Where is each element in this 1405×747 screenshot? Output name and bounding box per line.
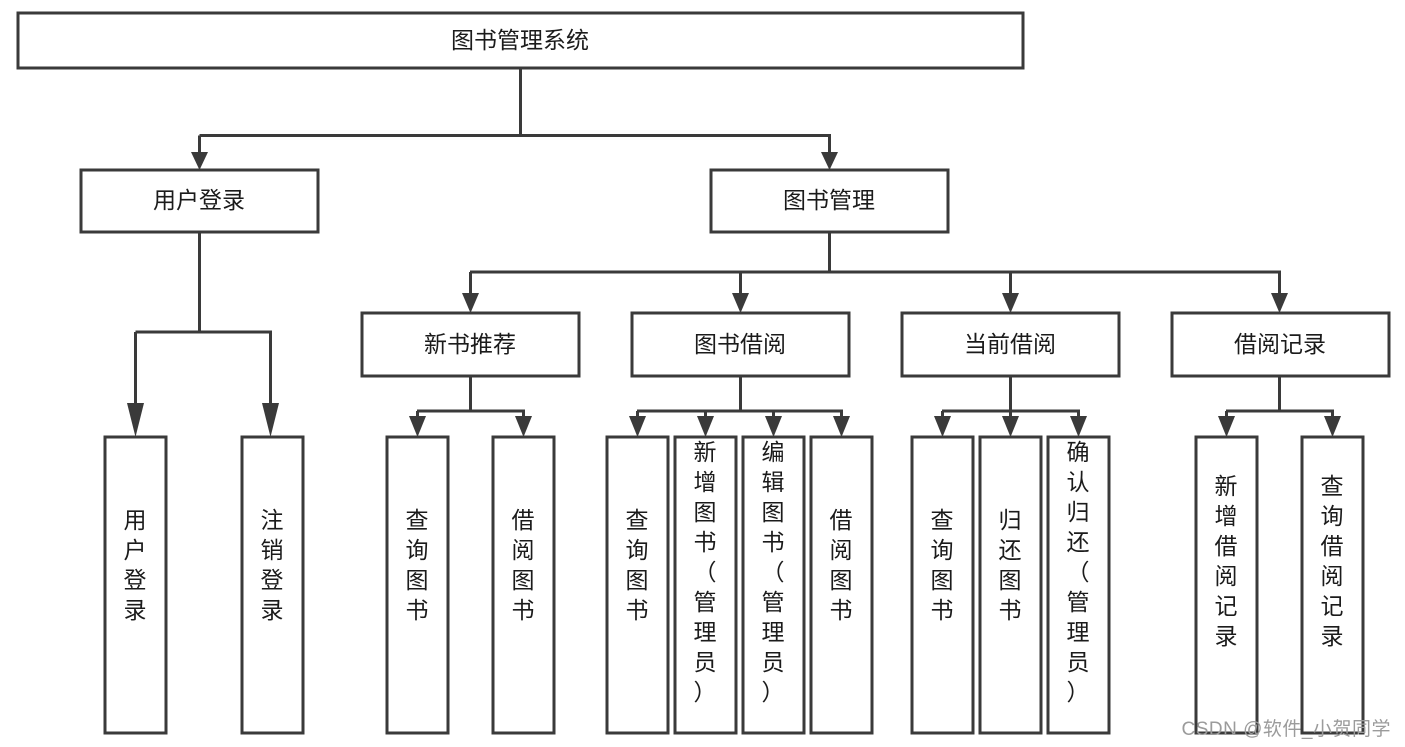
node-leaf-borrow-query-label: 查询图书: [626, 507, 649, 623]
node-root-label: 图书管理系统: [451, 27, 589, 53]
node-borrow-record-label: 借阅记录: [1234, 331, 1326, 357]
node-leaf-newbook-query[interactable]: 查询图书: [385, 435, 450, 735]
csdn-watermark: CSDN @软件_小贺同学: [1181, 719, 1391, 740]
node-leaf-logout-box: [240, 435, 305, 735]
node-leaf-borrow-book-label: 借阅图书: [830, 507, 853, 623]
node-leaf-borrow-query-box: [605, 435, 670, 735]
arrow-head-currentborrow-leaf-3: [1070, 416, 1087, 437]
node-book-management-label: 图书管理: [783, 187, 875, 213]
node-leaf-user-login-label: 用户登录: [124, 507, 147, 623]
node-root-box: [16, 11, 1025, 70]
connector-layer: [127, 68, 1341, 437]
node-leaf-borrow-edit[interactable]: 编辑图书（管理员）: [741, 435, 806, 735]
node-book-borrow[interactable]: 图书借阅: [630, 311, 851, 378]
node-current-borrow[interactable]: 当前借阅: [900, 311, 1121, 378]
node-borrow-record-box: [1170, 311, 1391, 378]
node-leaf-current-return-label: 归还图书: [999, 507, 1022, 623]
node-leaf-borrow-book-box: [809, 435, 874, 735]
arrow-head-bookborrow-leaf-1: [629, 416, 646, 437]
arrow-head-leaf-logout: [262, 403, 279, 437]
node-leaf-record-query-box: [1300, 435, 1365, 735]
node-leaf-newbook-borrow-box: [491, 435, 556, 735]
node-current-borrow-label: 当前借阅: [964, 331, 1056, 357]
node-leaf-record-query-label: 查询借阅记录: [1321, 473, 1344, 649]
node-leaf-current-query-box: [910, 435, 975, 735]
node-current-borrow-box: [900, 311, 1121, 378]
node-user-login-label: 用户登录: [153, 187, 245, 213]
arrow-head-newbook-leaf-2: [515, 416, 532, 437]
node-new-book-recommend[interactable]: 新书推荐: [360, 311, 581, 378]
node-leaf-newbook-borrow-label: 借阅图书: [512, 507, 535, 623]
node-root-system[interactable]: 图书管理系统: [16, 11, 1025, 70]
node-leaf-borrow-add-label: 新增图书（管理员）: [694, 439, 717, 705]
node-leaf-borrow-add[interactable]: 新增图书（管理员）: [673, 435, 738, 735]
node-borrow-record[interactable]: 借阅记录: [1170, 311, 1391, 378]
node-leaf-current-confirm-box: [1046, 435, 1111, 735]
arrow-head-borrow-record: [1271, 293, 1288, 313]
node-leaf-newbook-query-box: [385, 435, 450, 735]
node-leaf-user-login-box: [103, 435, 168, 735]
arrow-head-currentborrow-leaf-1: [934, 416, 951, 437]
arrow-head-bookborrow-leaf-3: [765, 416, 782, 437]
arrow-head-user-login: [191, 152, 208, 170]
node-leaf-newbook-borrow[interactable]: 借阅图书: [491, 435, 556, 735]
node-leaf-current-confirm-label: 确认归还（管理员）: [1067, 439, 1090, 705]
arrow-head-new-book: [462, 293, 479, 313]
node-book-management[interactable]: 图书管理: [709, 168, 950, 234]
arrow-head-newbook-leaf-1: [409, 416, 426, 437]
node-leaf-record-query[interactable]: 查询借阅记录: [1300, 435, 1365, 735]
node-leaf-borrow-query[interactable]: 查询图书: [605, 435, 670, 735]
node-leaf-record-add-box: [1194, 435, 1259, 735]
node-leaf-borrow-edit-box: [741, 435, 806, 735]
node-book-management-box: [709, 168, 950, 234]
arrow-head-leaf-user-login: [127, 403, 144, 437]
node-leaf-borrow-edit-label: 编辑图书（管理员）: [762, 439, 785, 705]
arrow-head-bookborrow-leaf-2: [697, 416, 714, 437]
node-leaf-current-confirm[interactable]: 确认归还（管理员）: [1046, 435, 1111, 735]
node-book-borrow-box: [630, 311, 851, 378]
arrow-head-book-borrow: [732, 293, 749, 313]
arrow-head-bookborrow-leaf-4: [833, 416, 850, 437]
node-new-book-recommend-label: 新书推荐: [424, 331, 516, 357]
node-leaf-current-query-label: 查询图书: [931, 507, 954, 623]
node-new-book-recommend-box: [360, 311, 581, 378]
node-leaf-record-add[interactable]: 新增借阅记录: [1194, 435, 1259, 735]
arrow-head-book-mgmt: [821, 152, 838, 170]
arrow-head-current-borrow: [1002, 293, 1019, 313]
node-leaf-logout-label: 注销登录: [261, 507, 284, 623]
node-user-login[interactable]: 用户登录: [79, 168, 320, 234]
node-leaf-current-return[interactable]: 归还图书: [978, 435, 1043, 735]
node-leaf-newbook-query-label: 查询图书: [406, 507, 429, 623]
arrow-head-borrowrecord-leaf-1: [1218, 416, 1235, 437]
node-user-login-box: [79, 168, 320, 234]
node-leaf-borrow-book[interactable]: 借阅图书: [809, 435, 874, 735]
node-book-borrow-label: 图书借阅: [694, 331, 786, 357]
node-leaf-user-login[interactable]: 用户登录: [103, 435, 168, 735]
arrow-head-currentborrow-leaf-2: [1002, 416, 1019, 437]
node-leaf-borrow-add-box: [673, 435, 738, 735]
node-leaf-logout[interactable]: 注销登录: [240, 435, 305, 735]
arrow-head-borrowrecord-leaf-2: [1324, 416, 1341, 437]
node-leaf-record-add-label: 新增借阅记录: [1215, 473, 1238, 649]
node-leaf-current-return-box: [978, 435, 1043, 735]
node-leaf-current-query[interactable]: 查询图书: [910, 435, 975, 735]
